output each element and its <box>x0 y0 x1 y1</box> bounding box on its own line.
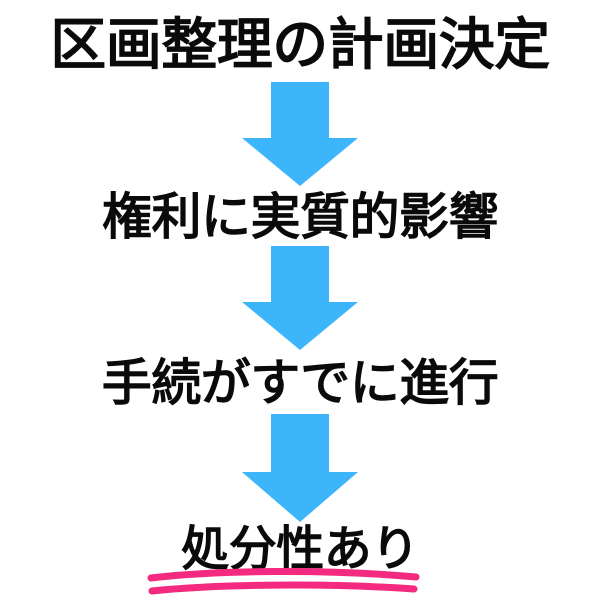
flow-step-3-label: 手続がすでに進行 <box>101 354 499 412</box>
flow-step-1-label: 区画整理の計画決定 <box>50 13 550 78</box>
down-arrow-icon <box>242 82 358 186</box>
flow-step-2-label: 権利に実質的影響 <box>102 188 499 246</box>
down-arrow-icon <box>242 414 358 522</box>
down-arrow-icon <box>242 246 358 350</box>
flow-step-4-label: 処分性あり <box>181 521 419 577</box>
